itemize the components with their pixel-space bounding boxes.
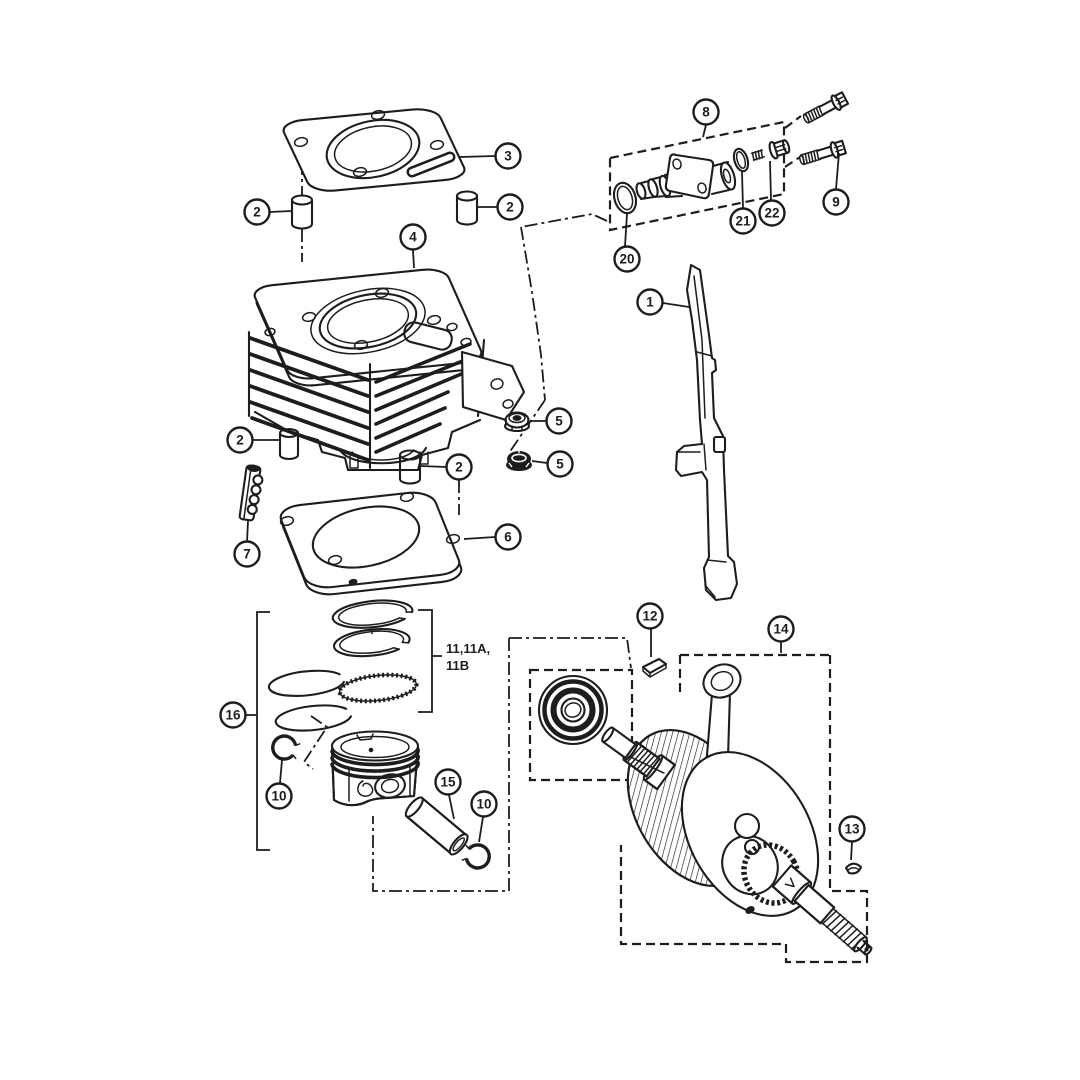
chain-guide-roller-pin — [239, 464, 264, 521]
callout-3-label: 3 — [504, 149, 512, 164]
callout-14-label: 14 — [773, 622, 789, 637]
woodruff-key-12 — [643, 659, 666, 677]
callout-12-label: 12 — [642, 609, 657, 624]
callout-3: 3 — [496, 144, 521, 169]
callout-6: 6 — [496, 525, 521, 550]
callout-16-label: 16 — [225, 708, 241, 723]
callout-13-label: 13 — [844, 822, 860, 837]
piston-pin — [403, 795, 471, 858]
callout-8-label: 8 — [702, 105, 710, 120]
piston-ring-top — [331, 597, 413, 631]
callout-22-label: 22 — [764, 206, 779, 221]
callout-15-label: 15 — [440, 775, 456, 790]
callout-1: 1 — [638, 290, 663, 315]
callout-12: 12 — [638, 604, 663, 629]
ring-set-bracket — [418, 610, 442, 712]
tensioner-o-ring — [610, 180, 639, 216]
cam-chain-guide — [676, 265, 737, 600]
callout-2tl-label: 2 — [253, 205, 261, 220]
piston-kit-bracket — [257, 612, 270, 850]
callout-10r-label: 10 — [476, 797, 491, 812]
tensioner-bolt — [750, 138, 791, 165]
tensioner-body — [635, 154, 738, 199]
callout-4-label: 4 — [409, 230, 417, 245]
crank-shaft-right — [773, 865, 879, 962]
cylinder-block — [249, 268, 524, 470]
callout-21-label: 21 — [735, 214, 751, 229]
crank-shaft-left — [597, 721, 675, 789]
callout-20-label: 20 — [619, 252, 634, 267]
dowel-pin-top-right — [457, 192, 477, 225]
flange-nut-lower — [507, 451, 532, 471]
ring-set-label-line2: 11B — [446, 658, 469, 673]
circlip-right — [461, 842, 491, 871]
circlip-left — [270, 733, 300, 762]
main-bearing — [539, 676, 607, 744]
callout-6-label: 6 — [504, 530, 512, 545]
callout-7: 7 — [235, 542, 260, 567]
callout-2ml-label: 2 — [236, 433, 244, 448]
crankshaft-group-box — [621, 655, 867, 962]
oil-ring-expander — [338, 672, 417, 705]
crank-spline-ring — [733, 835, 808, 913]
callout-2tr-label: 2 — [506, 200, 514, 215]
cam-chain-tensioner — [610, 91, 848, 216]
callout-2-mid-left: 2 — [228, 428, 253, 453]
callout-14: 14 — [769, 617, 794, 642]
callout-2-top-left: 2 — [245, 200, 270, 225]
callout-22: 22 — [760, 201, 785, 226]
piston-ring-second — [333, 625, 411, 659]
ring-set-label-line1: 11,11A, — [446, 641, 490, 656]
head-gasket — [279, 107, 469, 192]
callout-7-label: 7 — [243, 547, 251, 562]
callout-2mr-label: 2 — [455, 460, 463, 475]
leader-lines — [246, 125, 852, 860]
callout-5-lower: 5 — [548, 452, 573, 477]
callout-10-right: 10 — [472, 792, 497, 817]
callout-21: 21 — [731, 209, 756, 234]
mounting-bolt-upper — [801, 91, 849, 127]
callout-9: 9 — [824, 190, 849, 215]
base-gasket — [276, 490, 465, 596]
flange-nut-upper — [505, 413, 529, 432]
callout-16: 16 — [221, 703, 246, 728]
piston — [332, 732, 418, 806]
callout-2-top-right: 2 — [498, 195, 523, 220]
dowel-pin-top-left — [292, 196, 312, 229]
tensioner-gasket-ring — [731, 147, 750, 173]
callout-15: 15 — [436, 770, 461, 795]
callout-2-mid-right: 2 — [447, 455, 472, 480]
oil-ring-rail-upper — [268, 668, 345, 700]
callout-20: 20 — [615, 247, 640, 272]
crankshaft-assembly — [539, 658, 879, 962]
callout-10l-label: 10 — [271, 789, 286, 804]
cylinder-base — [255, 412, 480, 470]
callout-5a-label: 5 — [555, 414, 563, 429]
callout-5b-label: 5 — [556, 457, 564, 472]
callout-9-label: 9 — [832, 195, 840, 210]
callout-1-label: 1 — [646, 295, 654, 310]
callout-13: 13 — [840, 817, 865, 842]
callout-4: 4 — [401, 225, 426, 250]
cooling-fins-left — [249, 332, 370, 468]
crank-boss-ring — [712, 826, 789, 905]
oil-ring-rail-lower — [274, 702, 351, 734]
woodruff-key-13 — [846, 864, 861, 874]
callout-8: 8 — [694, 100, 719, 125]
callout-10-left: 10 — [267, 784, 292, 809]
tensioner-group-box — [610, 116, 801, 230]
tensioner-boss — [462, 352, 524, 420]
crank-pin-hole — [735, 814, 759, 838]
callout-5-upper: 5 — [547, 409, 572, 434]
